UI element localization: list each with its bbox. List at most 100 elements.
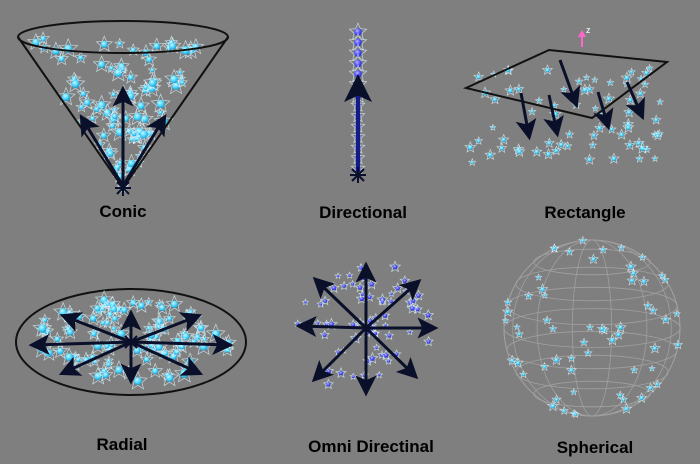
particle-dot <box>152 368 159 375</box>
particle-dot <box>608 81 612 85</box>
particle-dot <box>118 160 123 165</box>
omni-panel <box>293 260 439 397</box>
particle-dot <box>109 123 116 129</box>
particle-star-icon <box>571 409 580 419</box>
particle-dot <box>78 55 84 61</box>
particle-star-icon <box>107 108 123 123</box>
particle-dot <box>626 110 632 115</box>
particle-dot <box>638 91 643 96</box>
particle-star-icon <box>489 93 501 105</box>
particle-dot <box>562 409 566 413</box>
particle-dot <box>621 398 626 402</box>
particle-dot <box>348 274 351 277</box>
particle-dot <box>540 287 545 292</box>
particle-star-icon <box>467 157 477 167</box>
particle-star-icon <box>588 140 598 149</box>
particle-dot <box>354 59 362 68</box>
particle-dot <box>182 332 190 341</box>
particle-dot <box>585 76 588 79</box>
particle-dot <box>477 139 481 143</box>
particle-star-icon <box>348 279 357 288</box>
particle-star-icon <box>660 274 670 284</box>
particle-dot <box>165 374 174 382</box>
particle-star-icon <box>652 379 663 389</box>
particle-dot <box>408 330 412 334</box>
particle-dot <box>156 99 165 109</box>
particle-star-icon <box>65 73 86 93</box>
label-omni: Omni Directinal <box>308 437 434 456</box>
particle-star-icon <box>564 246 575 256</box>
particle-star-icon <box>626 274 638 286</box>
particle-star-icon <box>102 145 119 161</box>
particle-star-icon <box>143 296 154 307</box>
particle-star-icon <box>640 66 653 78</box>
particle-dot <box>326 369 331 374</box>
particle-dot <box>170 75 178 84</box>
particle-star-icon <box>56 86 76 106</box>
particle-star-icon <box>648 305 659 315</box>
particle-dot <box>554 148 559 153</box>
radial-arrows <box>28 309 234 385</box>
particle-star-icon <box>92 55 111 73</box>
particle-star-icon <box>624 260 637 272</box>
rectangle-plane <box>462 48 670 120</box>
particle-dot <box>395 286 400 291</box>
particle-star-icon <box>527 106 537 116</box>
particle-dot <box>71 80 80 88</box>
particle-star-icon <box>672 309 681 318</box>
particle-star-icon <box>534 96 544 105</box>
particle-dot <box>587 87 592 92</box>
particle-star-icon <box>316 299 326 308</box>
particle-dot <box>618 325 623 330</box>
particle-star-icon <box>75 100 88 113</box>
omni-origin-icon <box>358 320 374 336</box>
particle-dot <box>127 92 135 100</box>
particle-star-icon <box>503 297 513 307</box>
particle-star-icon <box>564 129 575 139</box>
particle-dot <box>133 377 142 386</box>
particle-dot <box>569 356 574 360</box>
particle-dot <box>569 368 574 373</box>
particle-dot <box>326 382 331 387</box>
spherical-particles <box>501 235 684 419</box>
particle-dot <box>559 142 564 147</box>
particle-star-icon <box>89 299 106 316</box>
sphere-parallel <box>533 248 651 276</box>
particle-dot <box>162 350 168 357</box>
sphere-wireframe <box>503 239 681 417</box>
particle-dot <box>146 56 153 63</box>
particle-star-icon <box>137 43 155 60</box>
particle-dot <box>426 312 431 318</box>
particle-dot <box>38 324 47 333</box>
particle-star-icon <box>542 315 552 325</box>
particle-star-icon <box>645 63 654 72</box>
particle-dot <box>547 141 552 146</box>
particle-dot <box>632 368 636 372</box>
particle-star-icon <box>504 84 517 96</box>
conic-particles <box>26 31 205 194</box>
particle-dot <box>130 47 136 53</box>
particle-dot <box>173 349 180 355</box>
particle-star-icon <box>555 138 568 150</box>
particle-star-icon <box>95 35 114 52</box>
particle-dot <box>565 144 570 148</box>
particle-star-icon <box>660 313 672 325</box>
particle-star-icon <box>587 253 600 265</box>
particle-dot <box>567 132 572 137</box>
particle-dot <box>663 317 668 322</box>
particle-dot <box>641 279 647 284</box>
particle-dot <box>90 116 95 121</box>
particle-dot <box>98 60 106 69</box>
particle-star-icon <box>549 243 560 253</box>
sphere-parallel <box>515 266 669 302</box>
particle-dot <box>110 305 118 313</box>
particle-star-icon <box>319 329 330 340</box>
particle-dot <box>354 28 362 36</box>
particle-dot <box>648 386 653 391</box>
particle-dot <box>655 382 659 386</box>
particle-dot <box>169 42 177 50</box>
particle-dot <box>137 102 145 110</box>
particle-star-icon <box>78 93 96 110</box>
particle-dot <box>144 356 150 363</box>
particle-dot <box>56 347 64 355</box>
